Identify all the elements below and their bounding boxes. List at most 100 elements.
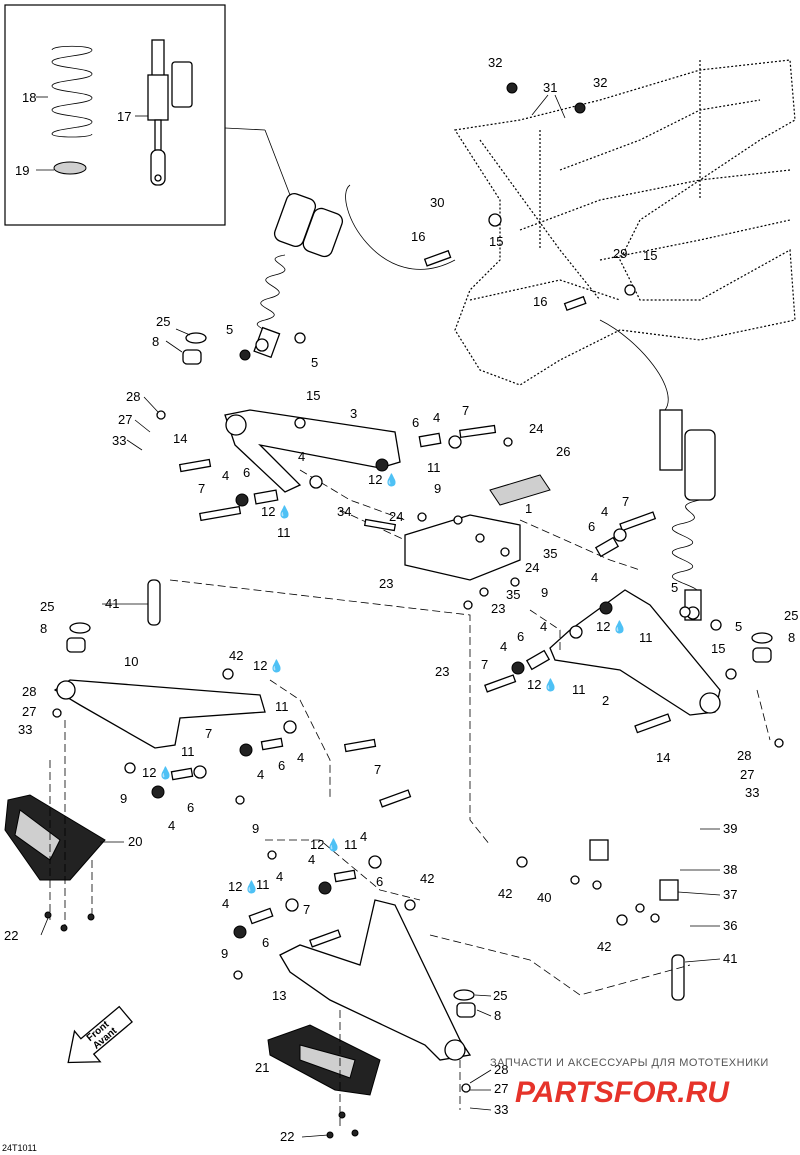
callout-6-c: 6 [588,519,595,534]
callout-7-e: 7 [205,726,212,741]
callout-25-b: 25 [784,608,798,623]
ball-joint-icon [66,349,772,1018]
sway-bar [147,579,691,1001]
callout-9-d: 9 [252,821,259,836]
assembly-lines [49,469,771,1130]
callout-11-g: 11 [344,837,358,852]
callout-7-g: 7 [303,902,310,917]
callout-4-a: 4 [433,410,440,425]
callout-35-a: 35 [543,546,557,561]
callout-34: 34 [337,504,351,519]
callout-6-d: 6 [517,629,524,644]
callout-9-a: 9 [434,481,441,496]
callout-40: 40 [537,890,551,905]
callout-9-b: 9 [541,585,548,600]
callout-12-e: 12 [253,658,267,673]
callout-8-b: 8 [788,630,795,645]
callout-11-c: 11 [639,630,653,645]
callout-28-d: 28 [494,1062,508,1077]
callout-10: 10 [124,654,138,669]
callout-5-d: 5 [735,619,742,634]
callout-4-l: 4 [308,852,315,867]
callout-25-a: 25 [156,314,170,329]
circlip-icon [69,332,773,1001]
callout-5-b: 5 [311,355,318,370]
callout-27-a: 27 [118,412,132,427]
callout-18: 18 [22,90,36,105]
callout-4-d: 4 [601,504,608,519]
callout-6-b: 6 [243,465,250,480]
callout-15-a: 15 [489,234,503,249]
callout-15-d: 15 [711,641,725,656]
callout-11-a: 11 [427,460,441,475]
callout-12-d: 12 [527,677,541,692]
callout-12-c: 12 [596,619,610,634]
callout-28-a: 28 [126,389,140,404]
callout-7-b: 7 [198,481,205,496]
callout-20: 20 [128,834,142,849]
callout-1: 1 [525,501,532,516]
nut-icon [124,82,737,980]
callout-32-b: 32 [593,75,607,90]
inset-box [4,4,226,226]
callout-labels: 18 17 19 32 32 31 30 16 15 29 15 16 25 8… [4,55,798,1144]
droplet-icon: 💧 [158,766,173,780]
watermark-tagline: ЗАПЧАСТИ И АКСЕССУАРЫ ДЛЯ МОТОТЕХНИКИ [490,1057,769,1069]
callout-42-d: 42 [597,939,611,954]
callout-5-a: 5 [226,322,233,337]
callout-7-c: 7 [622,494,629,509]
vehicle-frame [453,59,796,386]
callout-4-g: 4 [500,639,507,654]
link-41-left [147,579,161,626]
callout-13: 13 [272,988,286,1003]
droplet-icon: 💧 [543,678,558,692]
shock-17-icon [147,39,193,186]
callout-7-d: 7 [481,657,488,672]
callout-8-a: 8 [152,334,159,349]
callout-6-g: 6 [376,874,383,889]
bushing-icon [170,432,620,925]
callout-16-b: 16 [533,294,547,309]
callout-8-c: 8 [40,621,47,636]
callout-4-f: 4 [540,619,547,634]
link-41-right [671,954,685,1001]
callout-19: 19 [15,163,29,178]
callout-4-b: 4 [298,449,305,464]
shock-absorber-right [659,409,716,621]
callout-7-a: 7 [462,403,469,418]
callout-25-d: 25 [493,988,507,1003]
callout-4-k: 4 [360,829,367,844]
callout-11-f: 11 [181,744,195,759]
callout-39: 39 [723,821,737,836]
lower-a-arm-left [53,679,266,749]
skid-plate-21 [267,1024,381,1096]
callout-25-c: 25 [40,599,54,614]
callout-15-b: 15 [643,248,657,263]
callout-27-d: 27 [494,1081,508,1096]
callout-33-a: 33 [112,433,126,448]
callout-11-e: 11 [275,699,289,714]
callout-36: 36 [723,918,737,933]
callout-28-c: 28 [22,684,36,699]
callout-4-h: 4 [297,750,304,765]
bump-stop-19-icon [53,161,87,175]
callout-4-e: 4 [591,570,598,585]
callout-42-c: 42 [498,886,512,901]
callout-38: 38 [723,862,737,877]
callout-4-c: 4 [222,468,229,483]
callout-14-a: 14 [173,431,187,446]
callout-9-c: 9 [120,791,127,806]
callout-31: 31 [543,80,557,95]
droplet-icon: 💧 [384,473,399,487]
callout-6-e: 6 [278,758,285,773]
mounting-bracket [404,474,551,581]
callout-7-f: 7 [374,762,381,777]
callout-5-c: 5 [671,580,678,595]
callout-4-j: 4 [168,818,175,833]
callout-9-e: 9 [221,946,228,961]
callout-42-b: 42 [420,871,434,886]
callout-28-b: 28 [737,748,751,763]
callout-leaders [40,328,721,1138]
washer-icon [52,410,784,1093]
